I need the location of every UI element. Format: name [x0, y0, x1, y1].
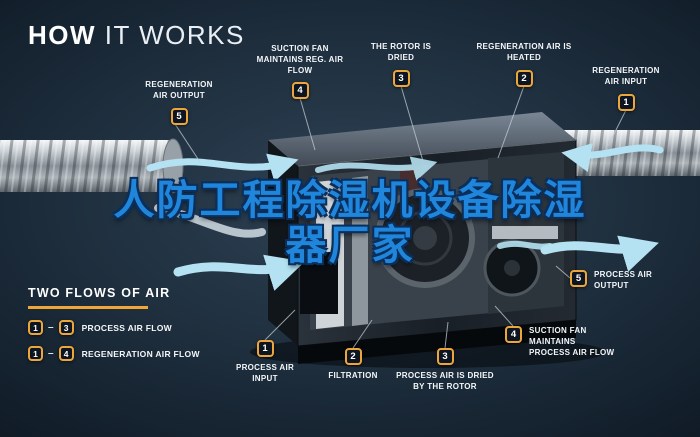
callout-label: SUCTION FAN MAINTAINS PROCESS AIR FLOW: [529, 326, 615, 357]
title-light: IT WORKS: [96, 20, 245, 50]
legend-label: PROCESS AIR FLOW: [81, 322, 172, 333]
callout-badge-4: 4: [291, 82, 309, 100]
legend-badge-to: 4: [58, 346, 74, 361]
callout-lines: [174, 85, 627, 349]
callout-label: REGENERATION AIR INPUT: [592, 66, 660, 86]
legend-dash: –: [48, 322, 54, 333]
legend-badge-from: 1: [28, 320, 43, 335]
callout-suction-fan-reg: SUCTION FAN MAINTAINS REG. AIR FLOW 4: [252, 44, 348, 100]
callout-badge-1: 1: [617, 93, 635, 111]
callout-process-air-input: 1 PROCESS AIR INPUT: [228, 340, 302, 385]
watermark-line1: 人防工程除湿机设备除湿: [113, 176, 587, 224]
callout-process-air-output: 5 PROCESS AIR OUTPUT: [570, 270, 670, 292]
callout-suction-fan-process: 4 SUCTION FAN MAINTAINS PROCESS AIR FLOW: [505, 326, 617, 358]
callout-badge-1b: 1: [256, 340, 274, 357]
legend-dash: –: [48, 348, 54, 359]
air-flow-arrows: [146, 142, 664, 291]
legend-badge-to: 3: [58, 320, 74, 335]
callout-label: REGENERATION AIR IS HEATED: [476, 42, 572, 62]
callout-label: PROCESS AIR OUTPUT: [594, 270, 653, 290]
watermark-line2: 器厂家: [285, 221, 415, 270]
callout-badge-3b: 3: [436, 348, 454, 365]
legend-row-process: 1 – 3 PROCESS AIR FLOW: [28, 320, 200, 335]
callout-regeneration-air-output: REGENERATION AIR OUTPUT 5: [133, 80, 225, 125]
callout-badge-2b: 2: [344, 348, 362, 365]
callout-filtration: 2 FILTRATION: [316, 348, 390, 382]
title-bold: HOW: [28, 20, 97, 50]
legend-heading: TWO FLOWS OF AIR: [28, 286, 171, 300]
callout-badge-2: 2: [515, 69, 533, 87]
legend-underline: [28, 306, 148, 309]
callout-label: REGENERATION AIR OUTPUT: [145, 80, 213, 100]
callout-label: PROCESS AIR IS DRIED BY THE ROTOR: [396, 371, 494, 391]
legend-row-regeneration: 1 – 4 REGENERATION AIR FLOW: [28, 346, 200, 361]
legend-two-flows: TWO FLOWS OF AIR 1 – 3 PROCESS AIR FLOW …: [28, 286, 200, 361]
left-duct: [0, 138, 184, 194]
legend-badge-from: 1: [28, 346, 43, 361]
callout-label: PROCESS AIR INPUT: [235, 363, 295, 383]
watermark-text: 人防工程除湿机设备除湿 器厂家: [55, 176, 645, 270]
callout-process-air-dried: 3 PROCESS AIR IS DRIED BY THE ROTOR: [392, 348, 498, 393]
page-title: HOW IT WORKS: [28, 20, 245, 51]
callout-label: THE ROTOR IS DRIED: [370, 42, 432, 62]
callout-badge-3: 3: [392, 69, 410, 87]
legend-label: REGENERATION AIR FLOW: [81, 348, 200, 359]
callout-label: SUCTION FAN MAINTAINS REG. AIR FLOW: [256, 44, 344, 75]
callout-label: FILTRATION: [328, 371, 378, 380]
callout-rotor-dried: THE ROTOR IS DRIED 3: [362, 42, 440, 87]
callout-regeneration-air-input: REGENERATION AIR INPUT 1: [580, 66, 672, 111]
callout-badge-5b: 5: [570, 270, 587, 287]
callout-regeneration-air-heated: REGENERATION AIR IS HEATED 2: [472, 42, 576, 87]
callout-badge-4b: 4: [505, 326, 522, 343]
callout-badge-5: 5: [170, 107, 188, 125]
